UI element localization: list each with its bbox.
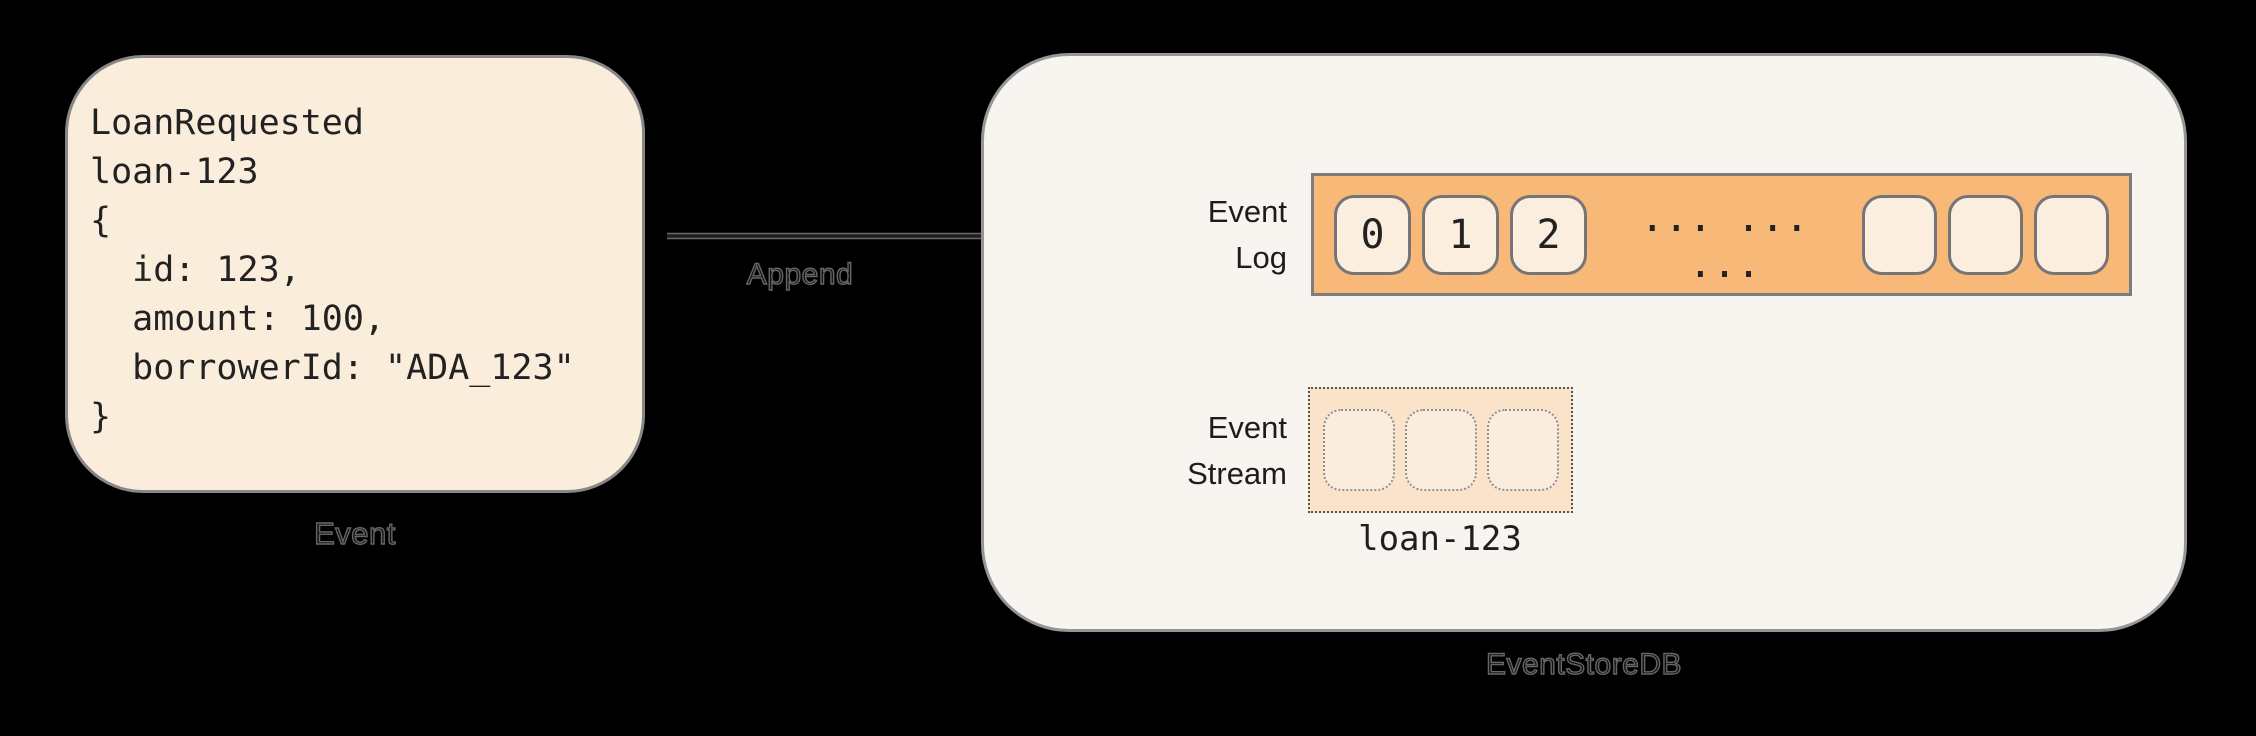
stream-empty-cell	[1404, 409, 1477, 491]
code-line: id: 123,	[90, 250, 301, 290]
eventstoredb-caption: EventStoreDB	[1485, 647, 1683, 681]
log-cell-1: 1	[1422, 194, 1499, 275]
log-empty-cell	[1948, 194, 2023, 275]
event-stream-label: Event Stream	[1187, 410, 1287, 491]
eventstoredb-container	[981, 53, 2187, 632]
append-label: Append	[746, 257, 854, 291]
code-line: borrowerId: "ADA_123"	[90, 348, 575, 388]
event-log-bar: 0 1 2 ... ... ...	[1311, 173, 2132, 296]
log-ellipsis: ... ... ...	[1640, 194, 1809, 287]
stream-empty-cell	[1486, 409, 1559, 491]
event-stream-rect	[1308, 387, 1573, 513]
log-empty-cell	[2034, 194, 2109, 275]
log-cell-2: 2	[1510, 194, 1587, 275]
event-card: LoanRequested loan-123 { id: 123, amount…	[65, 55, 645, 493]
stream-empty-cell	[1322, 409, 1395, 491]
stream-name: loan-123	[1358, 519, 1522, 559]
event-caption: Event	[313, 515, 396, 551]
code-line: loan-123	[90, 152, 259, 192]
code-line: LoanRequested	[90, 103, 364, 143]
event-log-label: Event Log	[1207, 194, 1287, 275]
code-line: {	[90, 201, 112, 241]
log-empty-cell	[1862, 194, 1937, 275]
log-cell-0: 0	[1334, 194, 1411, 275]
code-line: }	[90, 397, 112, 437]
code-line: amount: 100,	[90, 299, 386, 339]
